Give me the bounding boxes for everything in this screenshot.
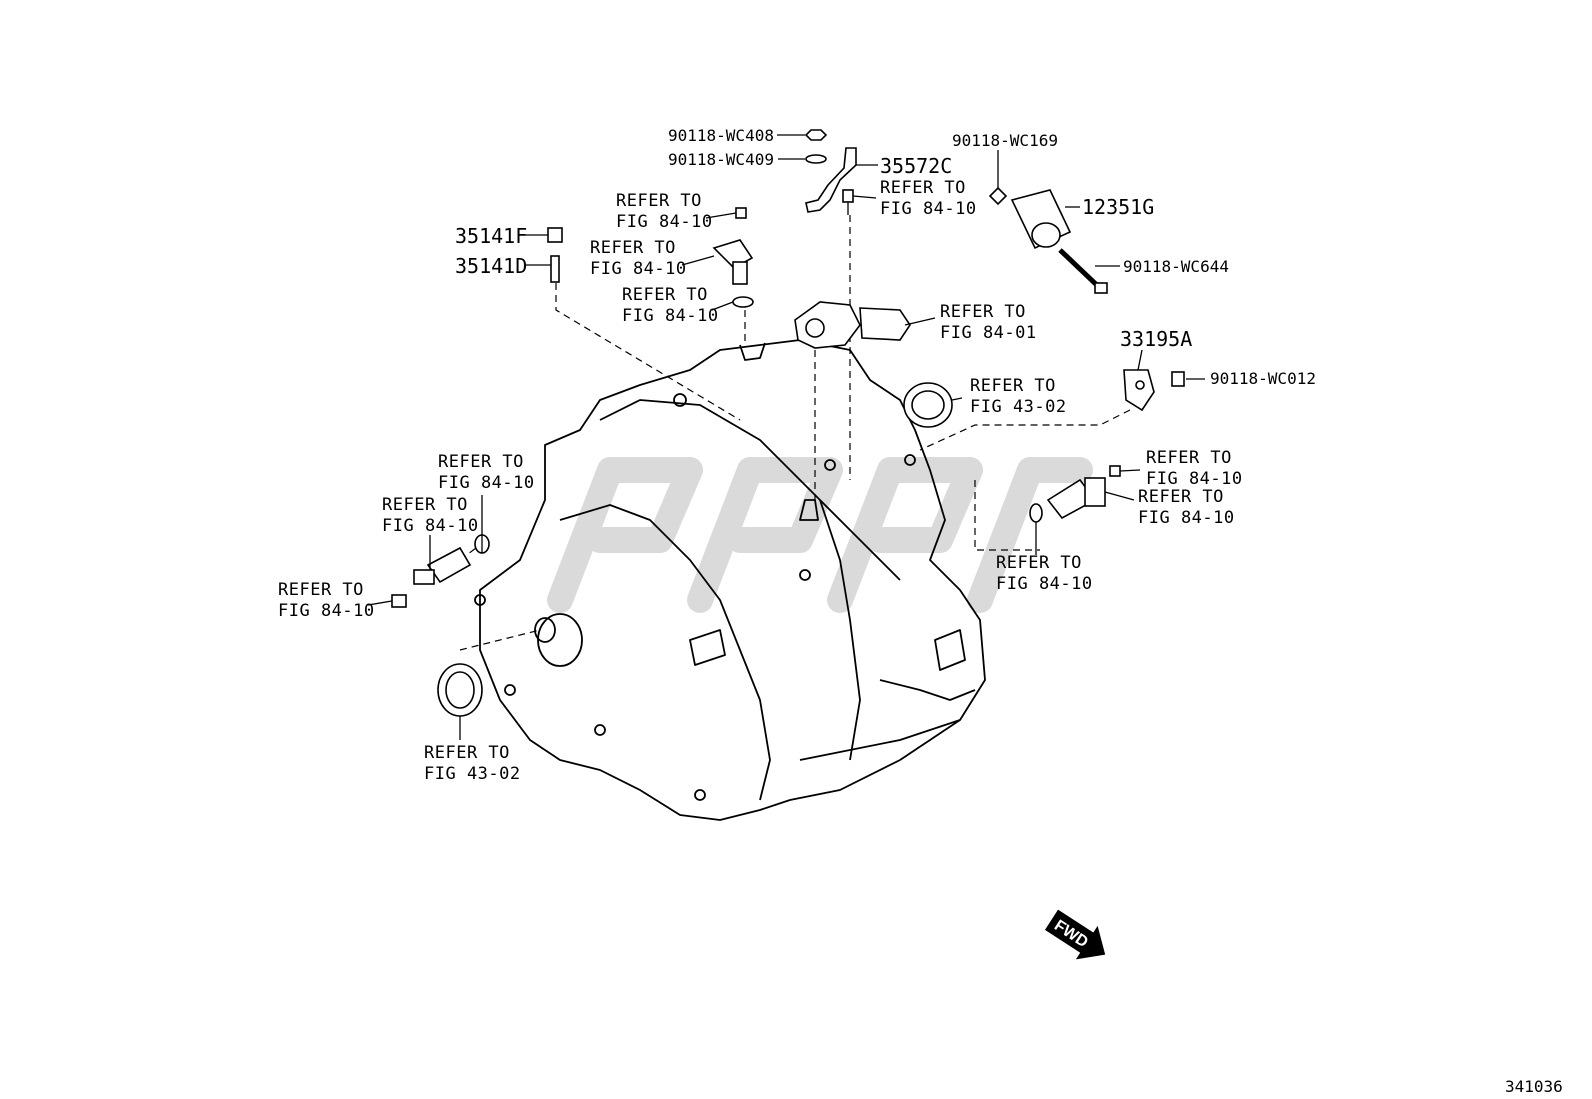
- svg-text:REFER TO: REFER TO: [1146, 448, 1232, 468]
- svg-text:FIG 84-10: FIG 84-10: [1146, 469, 1243, 489]
- sensor-top: [712, 207, 754, 308]
- refer-r3: REFER TO FIG 84-10: [590, 238, 687, 279]
- figure-number: 341036: [1505, 1077, 1563, 1096]
- label-90118-wc169: 90118-WC169: [952, 131, 1058, 150]
- svg-text:FIG 84-10: FIG 84-10: [590, 259, 687, 279]
- svg-text:REFER TO: REFER TO: [880, 178, 966, 198]
- svg-text:FIG 43-02: FIG 43-02: [424, 764, 521, 784]
- label-90118-wc012: 90118-WC012: [1210, 369, 1316, 388]
- transmission-housing: [474, 339, 986, 821]
- fwd-direction-arrow: FWD: [1044, 909, 1106, 960]
- refer-r11: REFER TO FIG 84-10: [382, 495, 479, 536]
- refer-r4: REFER TO FIG 84-10: [622, 285, 719, 326]
- switch-assembly: [794, 301, 936, 349]
- refer-r7: REFER TO FIG 84-10: [1146, 448, 1243, 489]
- svg-text:FIG 43-02: FIG 43-02: [970, 397, 1067, 417]
- svg-text:FIG 84-10: FIG 84-10: [616, 212, 713, 232]
- svg-text:FIG 84-10: FIG 84-10: [622, 306, 719, 326]
- svg-text:REFER TO: REFER TO: [996, 553, 1082, 573]
- svg-text:REFER TO: REFER TO: [1138, 487, 1224, 507]
- svg-text:REFER TO: REFER TO: [278, 580, 364, 600]
- svg-text:FIG 84-10: FIG 84-10: [278, 601, 375, 621]
- svg-text:REFER TO: REFER TO: [616, 191, 702, 211]
- svg-text:FIG 84-01: FIG 84-01: [940, 323, 1037, 343]
- svg-text:REFER TO: REFER TO: [940, 302, 1026, 322]
- svg-text:FIG 84-10: FIG 84-10: [880, 199, 977, 219]
- refer-r6: REFER TO FIG 43-02: [970, 376, 1067, 417]
- refer-r1: REFER TO FIG 84-10: [616, 191, 713, 232]
- svg-text:FIG 84-10: FIG 84-10: [438, 473, 535, 493]
- refer-r10: REFER TO FIG 84-10: [438, 452, 535, 493]
- svg-text:REFER TO: REFER TO: [622, 285, 708, 305]
- label-35572c: 35572C: [880, 154, 952, 178]
- oring-90118-wc169: [988, 150, 1008, 206]
- bracket-35572c: [805, 147, 878, 213]
- label-12351g: 12351G: [1082, 195, 1154, 219]
- pin-35141d: [525, 255, 560, 283]
- label-leaders: [367, 195, 1141, 606]
- svg-text:FIG 84-10: FIG 84-10: [382, 516, 479, 536]
- svg-text:REFER TO: REFER TO: [590, 238, 676, 258]
- refer-r13: REFER TO FIG 43-02: [424, 743, 521, 784]
- refer-r5: REFER TO FIG 84-01: [940, 302, 1037, 343]
- gasket-33195a: [1123, 349, 1155, 412]
- label-35141d: 35141D: [455, 254, 527, 278]
- oil-seal-left: [437, 663, 483, 740]
- dashed-leaders: [459, 215, 1131, 651]
- refer-r2: REFER TO FIG 84-10: [880, 178, 977, 219]
- svg-text:REFER TO: REFER TO: [424, 743, 510, 763]
- watermark: [547, 457, 1093, 613]
- sensor-left: [391, 534, 490, 608]
- svg-text:FIG 84-10: FIG 84-10: [1138, 508, 1235, 528]
- label-35141f: 35141F: [455, 224, 527, 248]
- label-90118-wc409: 90118-WC409: [668, 150, 774, 169]
- sensor-right: [1029, 465, 1121, 523]
- label-33195a: 33195A: [1120, 327, 1192, 351]
- nut-90118-wc408: [777, 129, 828, 141]
- svg-text:REFER TO: REFER TO: [382, 495, 468, 515]
- refer-r12: REFER TO FIG 84-10: [278, 580, 375, 621]
- cap-35141f: [525, 227, 563, 243]
- refer-r8: REFER TO FIG 84-10: [1138, 487, 1235, 528]
- oil-seal-right: [903, 382, 963, 428]
- bolt-90118-wc644: [1058, 248, 1120, 294]
- bolt-90118-wc012: [1171, 371, 1205, 387]
- washer-90118-wc409: [778, 154, 827, 164]
- refer-r9: REFER TO FIG 84-10: [996, 553, 1093, 594]
- bolt-refer: [842, 189, 854, 215]
- svg-text:REFER TO: REFER TO: [438, 452, 524, 472]
- label-90118-wc408: 90118-WC408: [668, 126, 774, 145]
- svg-text:REFER TO: REFER TO: [970, 376, 1056, 396]
- label-90118-wc644: 90118-WC644: [1123, 257, 1229, 276]
- svg-text:FIG 84-10: FIG 84-10: [996, 574, 1093, 594]
- filter-12351g: [1010, 189, 1080, 250]
